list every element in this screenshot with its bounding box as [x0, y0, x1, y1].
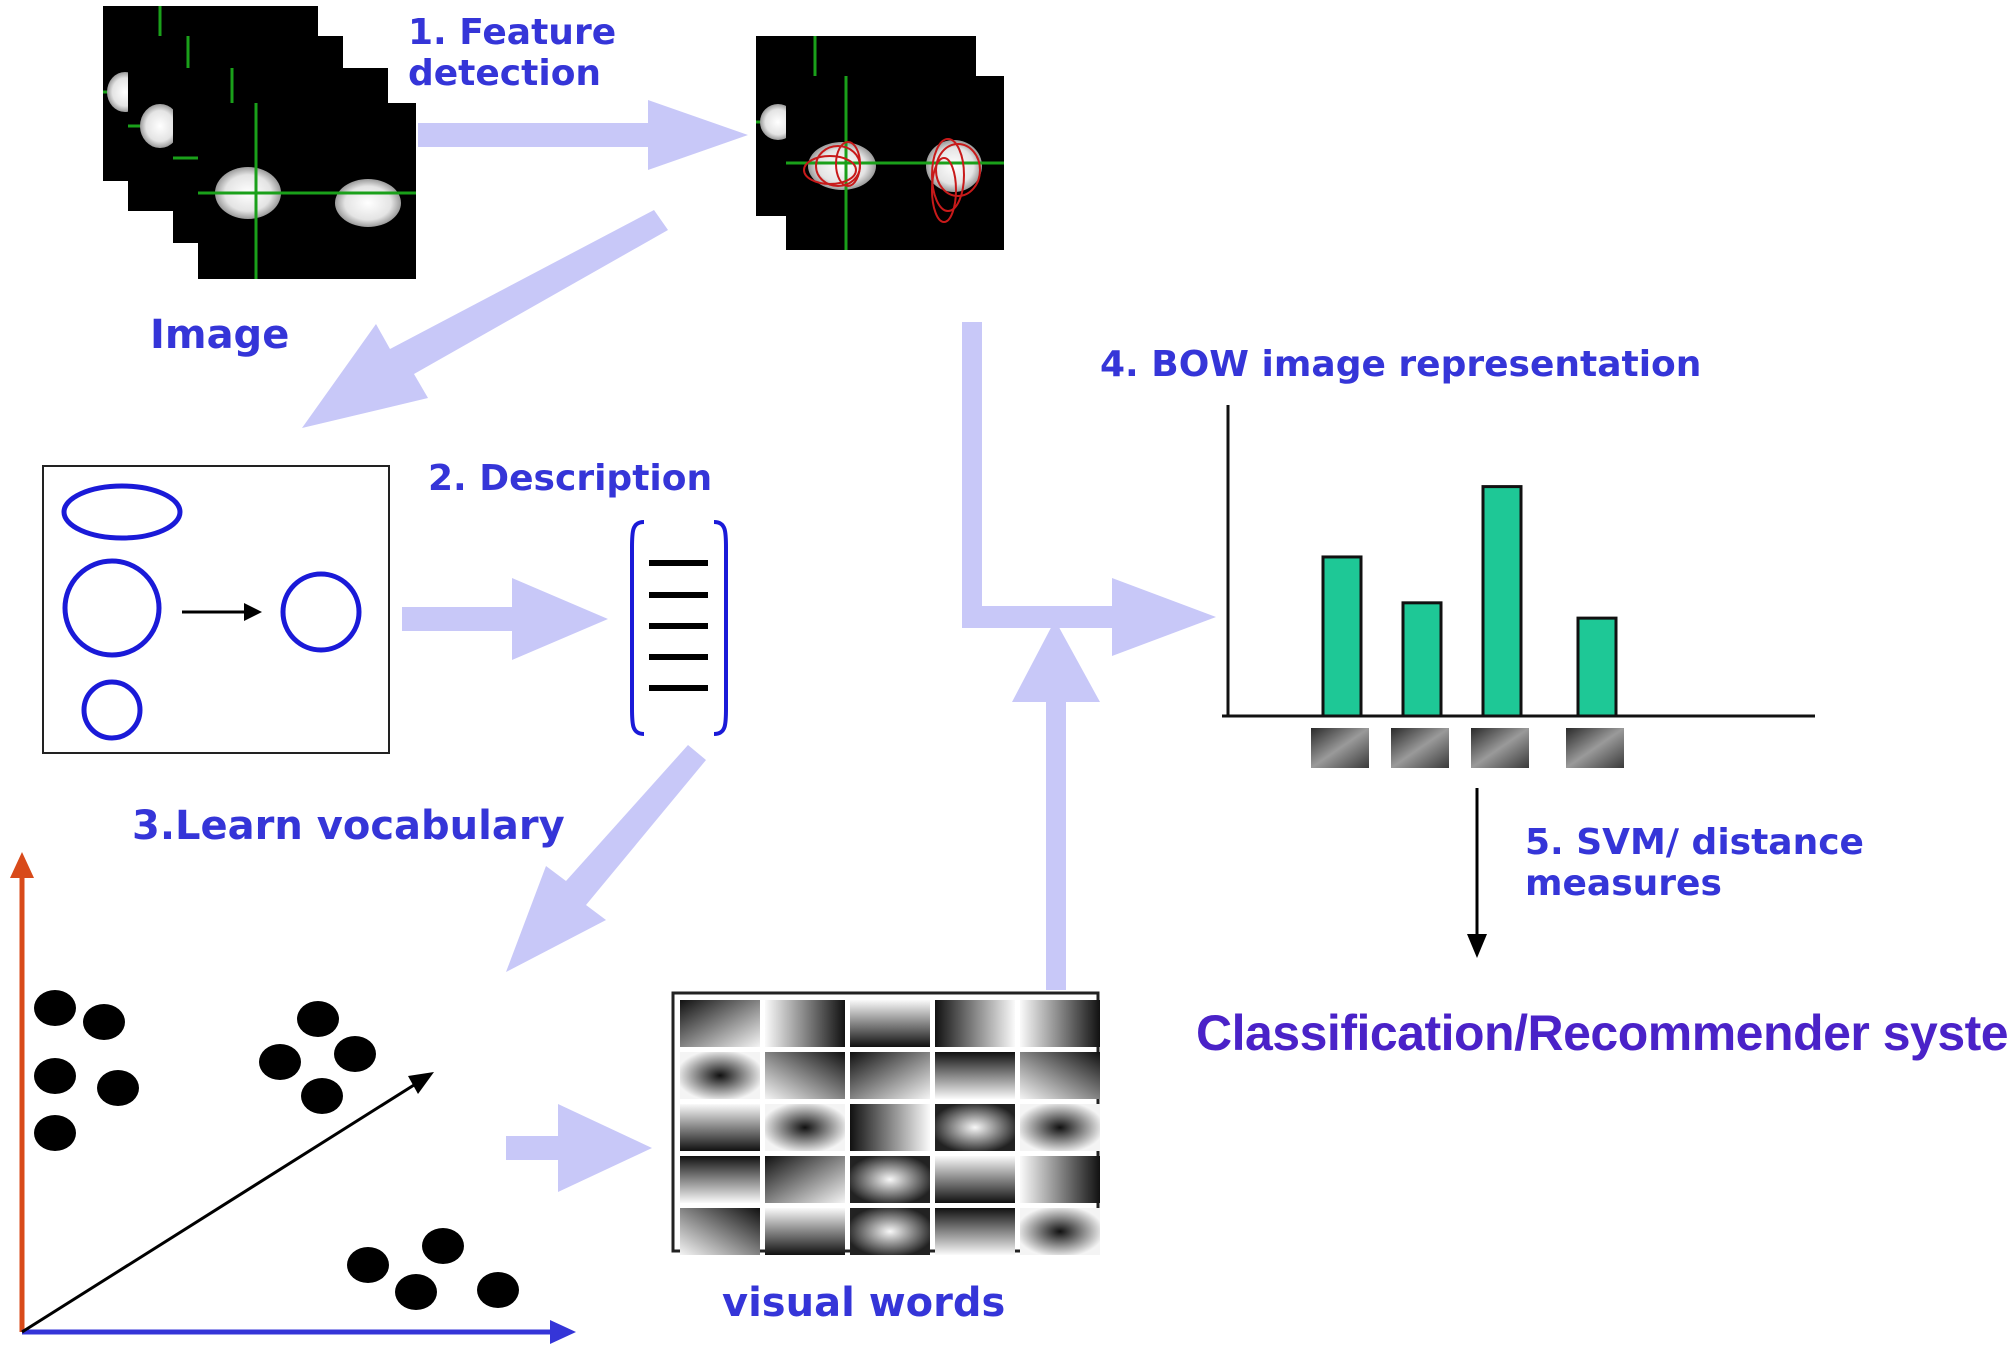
visual-words-label: visual words: [722, 1280, 1006, 1326]
visual-word-patch: [1020, 1104, 1100, 1151]
svm-arrow: [1467, 788, 1487, 958]
visual-word-patch: [850, 1052, 930, 1099]
feature-space-plot: [10, 852, 576, 1344]
visual-word-patch: [935, 1052, 1015, 1099]
visual-word-thumbnail-1: [1311, 728, 1369, 768]
image-stack: [103, 6, 416, 279]
visual-word-patch: [680, 1104, 760, 1151]
flow-arrow-visual-words-up: [1012, 620, 1100, 990]
output-label: Classification/Recommender system: [1196, 1005, 2008, 1061]
visual-word-patch: [765, 1000, 845, 1047]
visual-word-patch: [1020, 1052, 1100, 1099]
feature-cluster-2: [259, 1001, 376, 1114]
visual-word-patch: [850, 1156, 930, 1203]
step-1-label: 1. Feature detection: [408, 12, 616, 95]
normalize-arrow: [182, 603, 262, 621]
visual-word-patch: [1020, 1156, 1100, 1203]
region-circle-small: [81, 679, 143, 741]
visual-word-patch: [935, 1104, 1015, 1151]
step-3-label: 3.Learn vocabulary: [132, 803, 565, 849]
visual-word-patch: [765, 1104, 845, 1151]
visual-word-patch: [935, 1208, 1015, 1255]
feature-cluster-1: [34, 990, 139, 1151]
bow-bar-3: [1481, 485, 1523, 718]
visual-word-patch: [850, 1104, 930, 1151]
detected-features-stack: [756, 36, 1004, 250]
visual-word-patch: [680, 1000, 760, 1047]
y-axis: [10, 852, 34, 1332]
visual-word-thumbnail-3: [1471, 728, 1529, 768]
bow-histogram: [1222, 405, 1815, 768]
visual-word-thumbnail-4: [1566, 728, 1624, 768]
bow-bar-1: [1321, 555, 1363, 718]
step-5-line-2: measures: [1525, 863, 1722, 905]
flow-arrows: [302, 100, 1216, 1192]
visual-word-patch: [1020, 1000, 1100, 1047]
bow-bar-2: [1401, 601, 1443, 718]
feature-cluster-3: [347, 1228, 519, 1310]
flow-arrow-to-vocabulary: [506, 745, 706, 972]
description-box: [42, 465, 390, 754]
flow-arrow-detected-down: [962, 322, 1216, 656]
flow-arrow-to-description: [302, 210, 668, 428]
visual-word-patch: [765, 1052, 845, 1099]
visual-word-patch: [1020, 1208, 1100, 1255]
visual-word-thumbnail-2: [1391, 728, 1449, 768]
flow-arrow-description: [402, 578, 608, 660]
visual-word-patch: [850, 1000, 930, 1047]
region-circle-large: [62, 558, 162, 658]
visual-word-patch: [850, 1208, 930, 1255]
projection-arrow: [21, 1072, 434, 1334]
image-frame-front: [198, 103, 416, 279]
step-1-line-1: 1. Feature: [408, 12, 617, 53]
visual-word-patch: [680, 1156, 760, 1203]
visual-word-patch: [680, 1208, 760, 1255]
visual-word-patch: [680, 1052, 760, 1099]
visual-words-grid: [671, 991, 1100, 1255]
region-circle-normalized: [280, 571, 362, 653]
descriptor-vector: [630, 520, 728, 736]
step-5-line-1: 5. SVM/ distance: [1525, 822, 1864, 863]
visual-word-patch: [765, 1156, 845, 1203]
step-5-label: 5. SVM/ distance measures: [1525, 822, 1864, 905]
flow-arrow-detection: [418, 100, 748, 170]
region-ellipse: [61, 483, 183, 541]
bow-bar-4: [1576, 616, 1618, 718]
visual-word-patch: [935, 1000, 1015, 1047]
step-4-label: 4. BOW image representation: [1100, 344, 1702, 385]
detected-frame-front: [786, 76, 1004, 250]
x-axis: [22, 1320, 576, 1344]
flow-arrow-to-visual-words: [506, 1104, 652, 1192]
visual-word-patch: [935, 1156, 1015, 1203]
step-2-label: 2. Description: [428, 458, 713, 499]
image-label: Image: [150, 312, 290, 358]
visual-word-patch: [765, 1208, 845, 1255]
step-1-line-2: detection: [408, 53, 602, 95]
detected-keypoint-ellipses: [803, 138, 981, 223]
